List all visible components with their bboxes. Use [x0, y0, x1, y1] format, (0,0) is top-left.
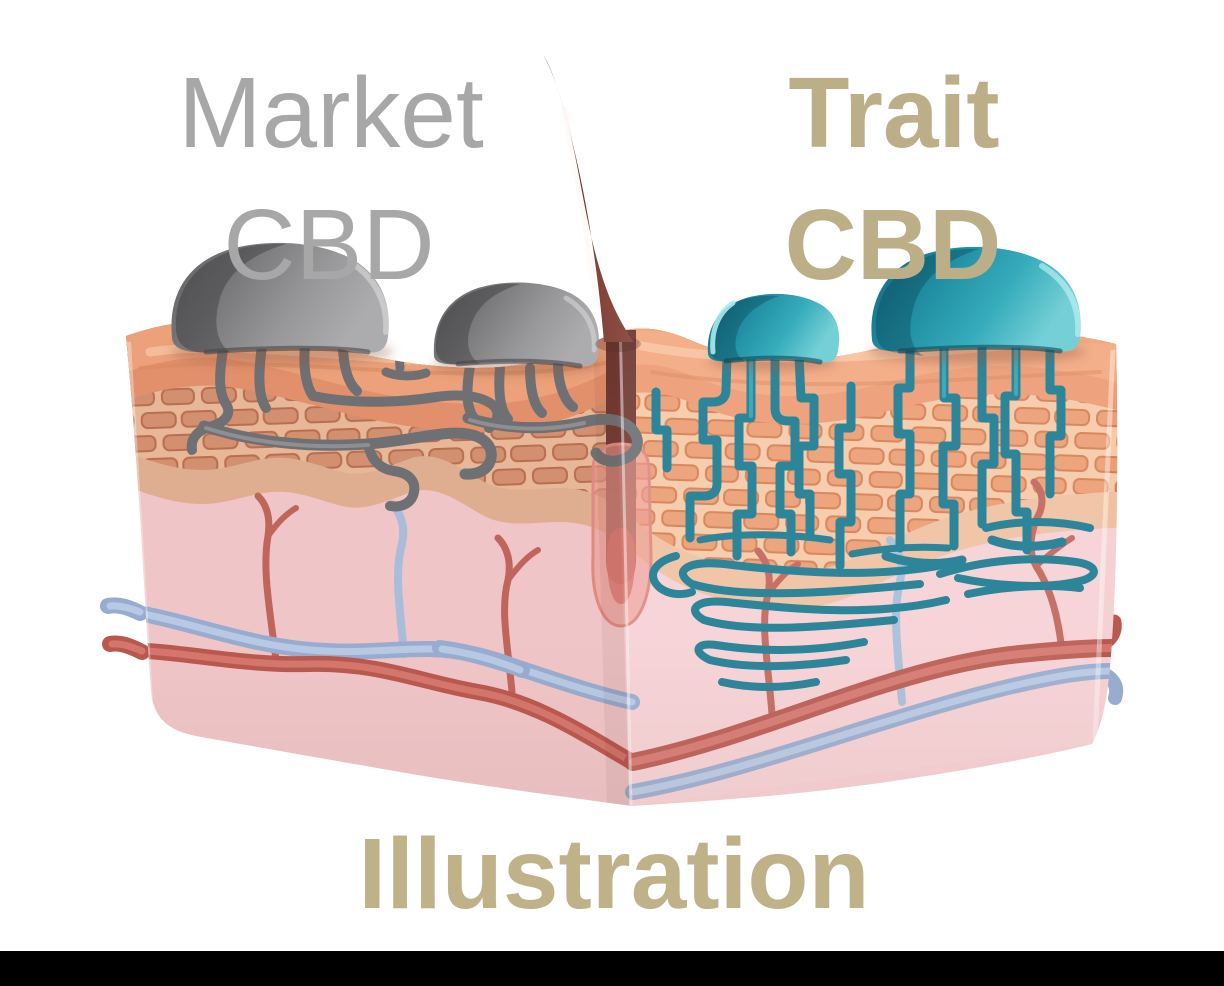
market-cbd-group — [171, 242, 599, 369]
trait-cbd-group — [707, 246, 1082, 365]
market-cbd-blob-large — [171, 242, 389, 353]
title-trait-line2: CBD — [785, 189, 1002, 301]
title-market-line2: CBD — [223, 189, 434, 301]
trait-cbd-blob-large — [871, 246, 1081, 352]
trait-cbd-blob-small — [707, 293, 840, 363]
caption-illustration: Illustration — [358, 818, 869, 930]
hair-shaft — [544, 56, 641, 352]
bottom-bar — [0, 951, 1224, 986]
market-cbd-blob-small — [433, 282, 599, 367]
title-trait-line1: Trait — [788, 57, 999, 169]
title-market-line1: Market — [178, 57, 484, 169]
